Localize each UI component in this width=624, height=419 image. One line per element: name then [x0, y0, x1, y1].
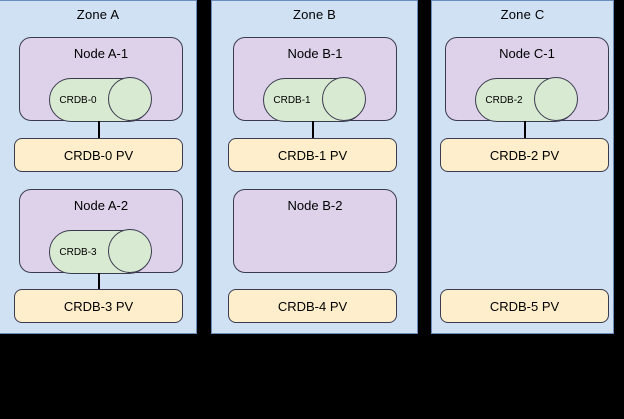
pv-crdb-2: CRDB-2 PV: [440, 138, 609, 172]
connector-node-c-1-to-pv-crdb-2: [524, 121, 526, 138]
pv-crdb-1: CRDB-1 PV: [228, 138, 397, 172]
database-cylinder-cap-icon: [108, 229, 152, 273]
zone-c: Zone C Node C-1 CRDB-2 CRDB-2 PV CRDB-5 …: [431, 0, 614, 334]
node-a-1: Node A-1 CRDB-0: [19, 37, 183, 122]
pod-crdb-2: CRDB-2: [475, 77, 578, 122]
node-b-2-label: Node B-2: [287, 198, 343, 213]
node-a-1-label: Node A-1: [73, 46, 129, 61]
pod-crdb-0-label: CRDB-0: [59, 94, 97, 106]
zone-c-title: Zone C: [500, 7, 545, 22]
pv-crdb-5: CRDB-5 PV: [440, 289, 609, 323]
connector-node-a-1-to-pv-crdb-0: [98, 121, 100, 138]
zone-a: Zone A Node A-1 CRDB-0 CRDB-0 PV Node A-…: [0, 0, 197, 334]
pv-crdb-0: CRDB-0 PV: [14, 138, 183, 172]
node-c-1-label: Node C-1: [499, 46, 555, 61]
zone-b-title: Zone B: [292, 7, 337, 22]
pod-crdb-3-label: CRDB-3: [59, 246, 97, 258]
node-a-2: Node A-2 CRDB-3: [19, 189, 183, 274]
pv-crdb-3: CRDB-3 PV: [14, 289, 183, 323]
connector-node-b-1-to-pv-crdb-1: [312, 121, 314, 138]
zone-b: Zone B Node B-1 CRDB-1 CRDB-1 PV Node B-…: [211, 0, 418, 334]
zone-a-title: Zone A: [76, 7, 120, 22]
pv-crdb-4: CRDB-4 PV: [228, 289, 397, 323]
pod-crdb-3: CRDB-3: [49, 229, 152, 274]
pod-crdb-0: CRDB-0: [49, 77, 152, 122]
database-cylinder-cap-icon: [108, 77, 152, 121]
node-b-1: Node B-1 CRDB-1: [233, 37, 397, 122]
node-c-1: Node C-1 CRDB-2: [445, 37, 609, 122]
pod-crdb-2-label: CRDB-2: [485, 94, 523, 106]
node-b-2: Node B-2: [233, 189, 397, 273]
database-cylinder-cap-icon: [322, 77, 366, 121]
database-cylinder-cap-icon: [534, 77, 578, 121]
connector-node-a-2-to-pv-crdb-3: [98, 273, 100, 289]
pod-crdb-1: CRDB-1: [263, 77, 366, 122]
pod-crdb-1-label: CRDB-1: [273, 94, 311, 106]
node-b-1-label: Node B-1: [287, 46, 343, 61]
node-a-2-label: Node A-2: [73, 198, 129, 213]
